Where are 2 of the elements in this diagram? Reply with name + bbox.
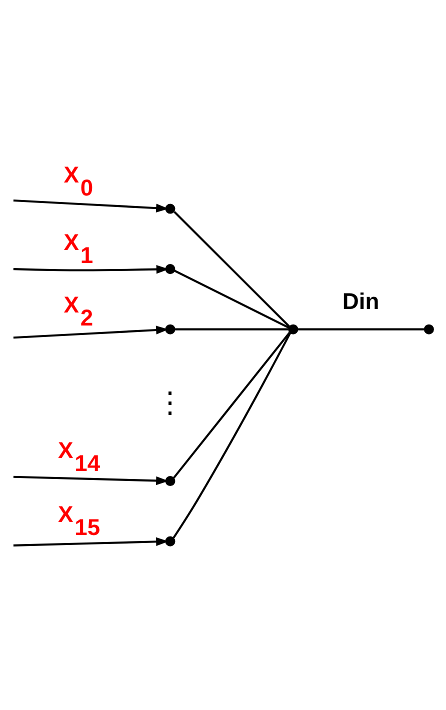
edge-label: Din — [342, 288, 380, 314]
label: ⋮ — [156, 386, 185, 419]
